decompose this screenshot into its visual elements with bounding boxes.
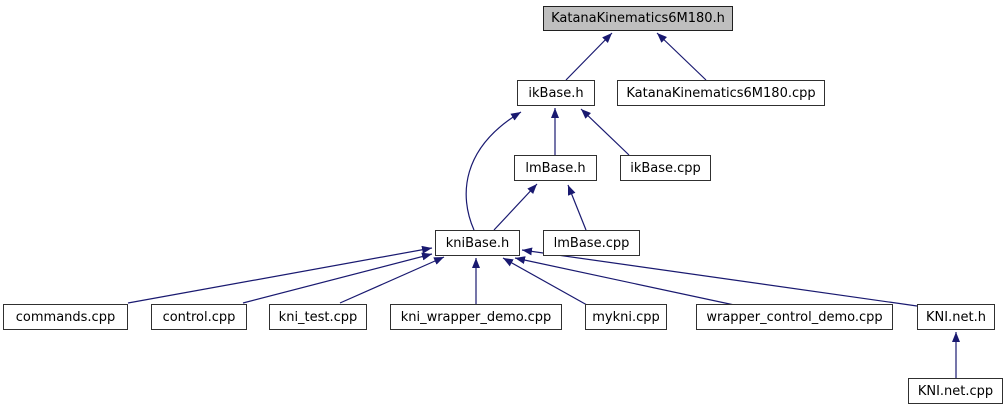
edge-knibase_h-ikbase_h	[465, 111, 522, 231]
node-kni-net-h[interactable]: KNI.net.h	[917, 304, 995, 330]
node-kni-test-cpp[interactable]: kni_test.cpp	[269, 304, 367, 330]
node-kni-net-cpp[interactable]: KNI.net.cpp	[908, 378, 1003, 404]
edge-ikbase_h-katana_h	[565, 32, 613, 81]
node-wrapper-control-demo-cpp[interactable]: wrapper_control_demo.cpp	[696, 304, 893, 330]
node-lmbase-h[interactable]: lmBase.h	[514, 155, 597, 181]
edge-katana_cpp-katana_h	[656, 32, 707, 81]
node-control-cpp[interactable]: control.cpp	[151, 304, 247, 330]
node-mykni-cpp[interactable]: mykni.cpp	[585, 304, 667, 330]
node-commands-cpp[interactable]: commands.cpp	[3, 304, 128, 330]
edge-knibase_h-lmbase_h	[493, 183, 538, 231]
edge-kni_test_cpp-knibase_h	[339, 256, 445, 304]
edge-commands_cpp-knibase_h	[127, 245, 433, 304]
node-lmbase-cpp[interactable]: lmBase.cpp	[543, 230, 640, 256]
node-katanakinematics6m180-cpp[interactable]: KatanaKinematics6M180.cpp	[617, 80, 825, 106]
edge-wrapper_control_demo_cpp-knibase_h	[514, 256, 740, 307]
edge-lmbase_cpp-lmbase_h	[567, 184, 587, 231]
edge-ikbase_cpp-ikbase_h	[580, 108, 630, 156]
node-katanakinematics6m180-h[interactable]: KatanaKinematics6M180.h	[543, 6, 733, 31]
node-ikbase-cpp[interactable]: ikBase.cpp	[620, 155, 711, 181]
edge-kni_net_h-knibase_h	[521, 247, 918, 307]
edge-mykni_cpp-knibase_h	[502, 257, 588, 306]
edge-control_cpp-knibase_h	[242, 252, 433, 304]
node-ikbase-h[interactable]: ikBase.h	[517, 80, 595, 106]
node-kni-wrapper-demo-cpp[interactable]: kni_wrapper_demo.cpp	[390, 304, 562, 330]
node-knibase-h[interactable]: kniBase.h	[435, 230, 520, 256]
